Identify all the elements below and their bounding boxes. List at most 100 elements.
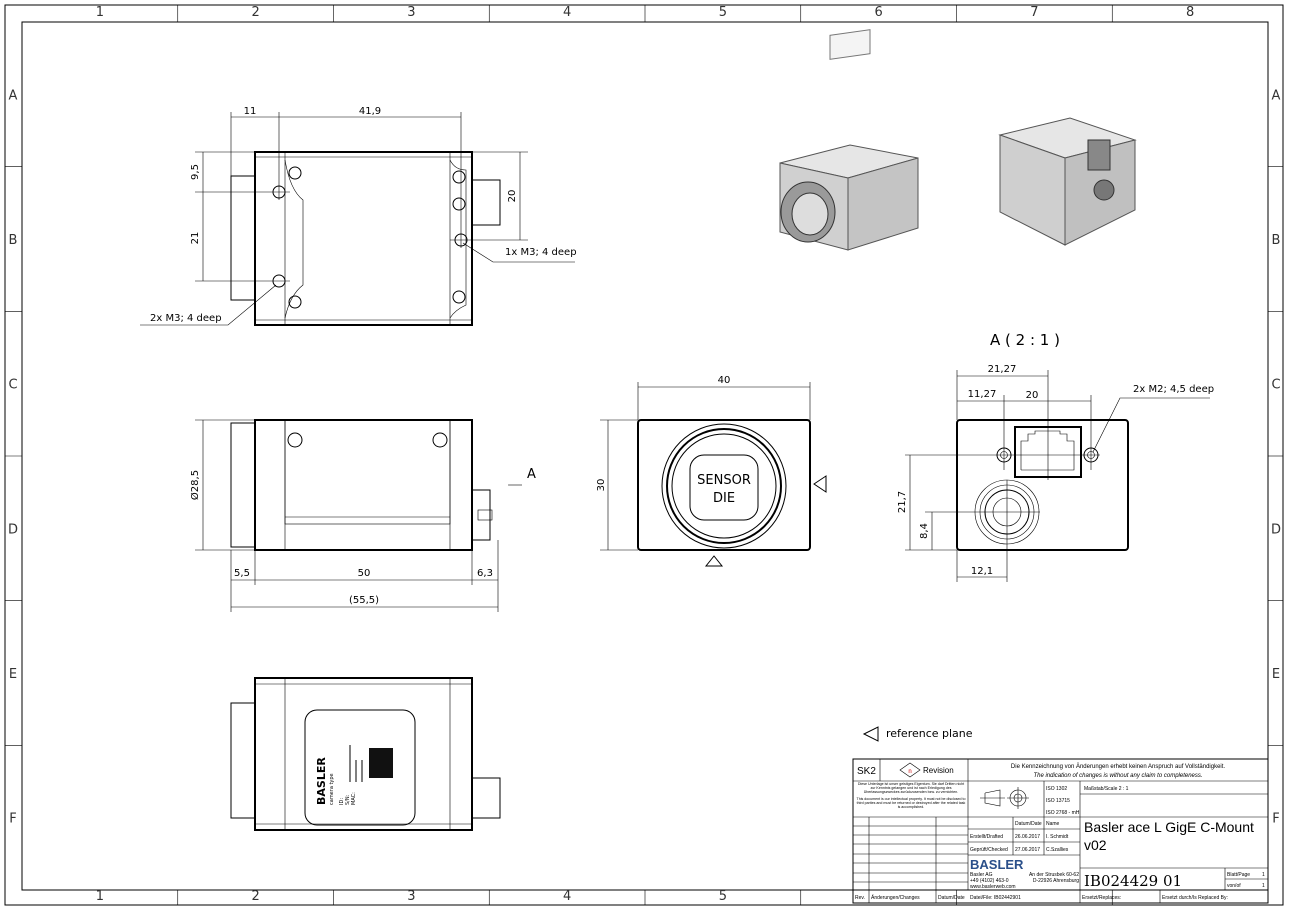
- label-id: ID:: [339, 798, 345, 805]
- page-number: 1: [1262, 872, 1265, 878]
- column-marker: 4: [563, 5, 571, 20]
- data-matrix-code: [369, 748, 393, 778]
- company: Basler AG: [970, 872, 993, 878]
- dim-21: 21: [190, 232, 201, 245]
- rev-date-header: Datum/Date: [938, 895, 965, 901]
- reference-triangle-bottom: [704, 555, 724, 567]
- revision-label: Revision: [923, 766, 954, 775]
- notice-de: Die Kennzeichnung von Änderungen erhebt …: [1011, 763, 1225, 770]
- revision-marker: n: [908, 769, 911, 775]
- row-marker: B: [1272, 233, 1281, 248]
- row-marker: D: [1271, 522, 1281, 537]
- rev-header: Rev.: [855, 895, 865, 901]
- dim-12-1: 12,1: [971, 566, 993, 577]
- row-marker: F: [1272, 812, 1279, 827]
- basler-logo: BASLER: [970, 857, 1024, 872]
- checked-name: C.Szallies: [1046, 847, 1069, 853]
- reference-plane-label: reference plane: [886, 727, 973, 740]
- file-name: Datei/File: IB02442901: [970, 895, 1021, 901]
- detail-a-title: A ( 2 : 1 ): [990, 331, 1060, 349]
- column-marker: 3: [407, 5, 415, 20]
- dim-40: 40: [718, 375, 731, 386]
- page-total: 1: [1262, 883, 1265, 889]
- column-marker: 8: [1186, 5, 1194, 20]
- side-view: Ø28,5 5,5 50 6,3 (55,5) A: [189, 419, 536, 612]
- column-marker: 1: [96, 889, 104, 904]
- drawing-title: Basler ace L GigE C-Mount: [1084, 819, 1254, 835]
- column-marker: 2: [251, 889, 259, 904]
- column-marker: 5: [719, 889, 727, 904]
- label-camera-type: camera type: [329, 773, 335, 805]
- row-marker: E: [1272, 667, 1280, 682]
- name-header: Name: [1046, 821, 1060, 827]
- label-sn: S/N:: [345, 794, 351, 805]
- sk-code: SK2: [857, 766, 876, 777]
- dim-11-27: 11,27: [968, 389, 997, 400]
- dim-20: 20: [507, 190, 518, 203]
- label-mac: MAC:: [351, 792, 357, 805]
- drafted-date: 26.06.2017: [1015, 834, 1040, 840]
- revision-diamond-icon: [899, 762, 921, 778]
- dim-41-9: 41,9: [359, 106, 381, 117]
- front-view: SENSOR DIE 40 30: [596, 375, 827, 567]
- column-marker: 4: [563, 889, 571, 904]
- address-1: An der Strusbek 60-62: [1029, 872, 1079, 878]
- column-marker: 7: [1030, 5, 1038, 20]
- of-label: von/of: [1227, 883, 1241, 889]
- detail-a-view: A ( 2 : 1 ) 21,27 11,27 20 21,7 8,4 12,1…: [897, 331, 1214, 582]
- dim-30: 30: [596, 479, 607, 492]
- drafted-name: I. Schmidt: [1046, 834, 1069, 840]
- document-number: IB024429 01: [1084, 872, 1182, 890]
- row-marker: F: [9, 812, 16, 827]
- dim-6-3: 6,3: [477, 568, 493, 579]
- callout-2x-m2: 2x M2; 4,5 deep: [1133, 384, 1214, 395]
- drawing-version: v02: [1084, 837, 1107, 853]
- top-view: 11 41,9 9,5 21 20 1x M3; 4 deep 2x M3; 4…: [140, 106, 577, 326]
- dim-5-5: 5,5: [234, 568, 250, 579]
- replaces: Ersetzt/Replaces:: [1082, 895, 1121, 901]
- dim-11: 11: [244, 106, 257, 117]
- row-marker: D: [8, 522, 18, 537]
- callout-2x-m3: 2x M3; 4 deep: [150, 313, 222, 324]
- section-marker-a: A: [527, 467, 536, 482]
- checked-label: Geprüft/Checked: [970, 847, 1008, 853]
- row-marker: E: [9, 667, 17, 682]
- row-marker: B: [9, 233, 18, 248]
- dim-55-5: (55,5): [349, 595, 379, 606]
- column-marker: 5: [719, 5, 727, 20]
- column-marker: 3: [407, 889, 415, 904]
- die-label: DIE: [713, 491, 735, 506]
- date-header: Datum/Date: [1015, 821, 1042, 827]
- column-marker: 6: [874, 5, 882, 20]
- sensor-label: SENSOR: [697, 473, 751, 488]
- phone: +49 (4102) 463-0: [970, 878, 1009, 884]
- reference-triangle-right: [813, 475, 827, 493]
- label-brand: BASLER: [315, 757, 328, 805]
- disclaimer-de: Diese Unterlage ist unser geistiges Eige…: [857, 782, 965, 795]
- drafted-label: Erstellt/Drafted: [970, 834, 1003, 840]
- outer-frame: [4, 4, 1284, 906]
- column-marker: 2: [251, 5, 259, 20]
- callout-1x-m3: 1x M3; 4 deep: [505, 247, 577, 258]
- dim-21-27: 21,27: [988, 364, 1017, 375]
- row-marker: A: [1272, 88, 1281, 103]
- disclaimer: Diese Unterlage ist unser geistiges Eige…: [855, 782, 967, 809]
- dim-8-4: 8,4: [919, 523, 930, 539]
- iso-render-back: [998, 117, 1137, 246]
- iso-13715: ISO 13715: [1046, 798, 1070, 804]
- iso-2768: ISO 2768 - mH: [1046, 810, 1080, 816]
- scale: Maßstab/Scale 2 : 1: [1084, 786, 1129, 792]
- changes-header: Änderungen/Changes: [871, 894, 920, 901]
- checked-date: 27.06.2017: [1015, 847, 1040, 853]
- column-marker: 1: [96, 5, 104, 20]
- page-label: Blatt/Page: [1227, 872, 1250, 878]
- dim-9-5: 9,5: [190, 164, 201, 180]
- replaced-by: Ersetzt durch/Is Replaced By:: [1162, 895, 1228, 901]
- address-2: D-22926 Ahrensburg: [1033, 878, 1079, 884]
- title-block: n SK2 Revision Die Kennzeichnung von Änd…: [852, 758, 1269, 904]
- disclaimer-en: This document is our intellectual proper…: [856, 796, 966, 810]
- row-marker: A: [9, 88, 18, 103]
- dim-diameter-28-5: Ø28,5: [189, 470, 201, 500]
